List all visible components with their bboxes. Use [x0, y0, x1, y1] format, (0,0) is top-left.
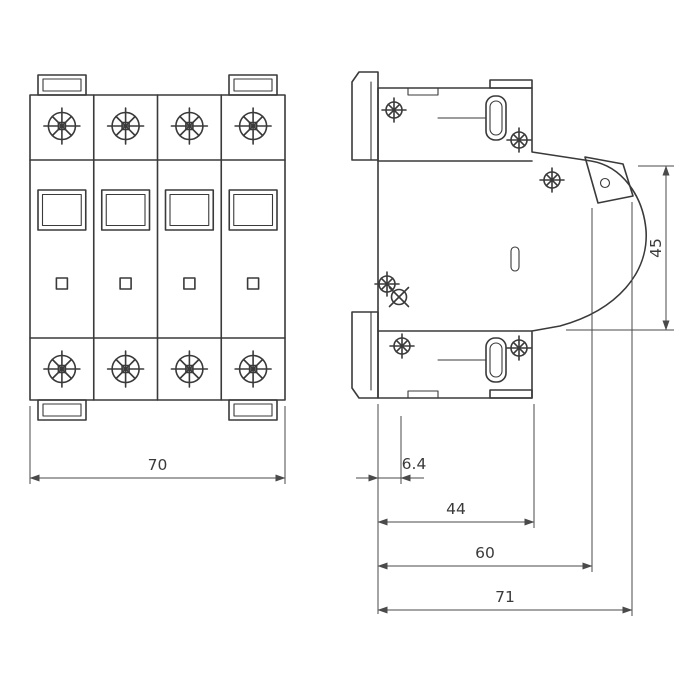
toggle-lever	[584, 156, 634, 204]
vent-notch-top	[407, 87, 439, 96]
indicator-windows	[55, 277, 260, 290]
toggle-handle	[100, 189, 151, 231]
terminal-slot-inner	[489, 100, 503, 136]
din-flange-top	[351, 71, 379, 161]
mounting-tabs	[37, 74, 278, 421]
dimension-label-6-4: 6.4	[402, 455, 427, 473]
terminal-screw	[234, 107, 272, 145]
terminal-screw	[43, 350, 81, 388]
terminal-slot-inner	[489, 342, 503, 378]
mounting-tab-inner	[42, 78, 82, 92]
toggle-handle-inner	[41, 193, 82, 227]
rear-step-bottom	[489, 389, 533, 399]
mounting-tab	[37, 74, 87, 96]
indicator-window	[119, 277, 132, 290]
terminal-screw	[234, 350, 272, 388]
mounting-tab	[37, 399, 87, 421]
housing-screw	[506, 127, 532, 153]
dimension-front-face-height: 45	[566, 165, 674, 331]
side-view	[351, 71, 647, 399]
indicator-window	[246, 277, 260, 290]
dimension-label-71: 71	[495, 588, 515, 606]
housing-rivet-x	[388, 286, 410, 308]
terminal-screw	[106, 350, 145, 388]
terminal-slot-bottom	[437, 337, 507, 383]
mounting-tab	[228, 74, 278, 96]
mounting-tab	[228, 399, 278, 421]
terminal-screw	[170, 350, 209, 388]
dimension-label-45: 45	[647, 238, 665, 258]
housing-screw	[381, 97, 407, 123]
indicator-window	[183, 277, 196, 290]
toggle-handle	[37, 189, 87, 231]
terminal-screw	[106, 107, 145, 145]
front-view	[29, 74, 286, 421]
housing-screw	[389, 333, 415, 359]
toggle-handles	[37, 189, 278, 231]
dimension-depth-60: 60	[377, 208, 593, 572]
toggle-handle-inner	[105, 193, 146, 227]
toggle-handle-inner	[233, 193, 274, 227]
housing-screw	[506, 335, 532, 361]
indicator-window	[55, 277, 69, 290]
mounting-tab-inner	[233, 78, 273, 92]
dimension-front-width: 70	[29, 406, 286, 484]
terminal-slot-outer	[485, 95, 507, 141]
dimension-body-depth: 44	[377, 404, 535, 528]
pole-separators	[29, 94, 286, 401]
dimension-label-70: 70	[148, 456, 168, 474]
lever-pivot	[599, 177, 611, 189]
rear-step-top	[489, 79, 533, 89]
toggle-handle	[228, 189, 278, 231]
vent-notch-bottom	[407, 390, 439, 399]
mounting-tab-inner	[42, 403, 82, 417]
dimension-rail-offset: 6.4	[356, 416, 426, 484]
dimension-total-depth: 71	[377, 202, 633, 616]
housing-screw	[539, 167, 565, 193]
terminal-slot-top	[437, 95, 507, 141]
terminal-slot-outer	[485, 337, 507, 383]
din-flange-bottom	[351, 311, 379, 399]
dimensions: 70 6.4 44 60 71 45	[29, 165, 674, 616]
terminal-screw	[43, 107, 81, 145]
side-capsule-slot	[510, 246, 520, 272]
toggle-handle-inner	[169, 193, 210, 227]
toggle-handle	[164, 189, 215, 231]
side-body-outline	[377, 87, 647, 399]
dimension-label-60: 60	[475, 544, 495, 562]
mounting-tab-inner	[233, 403, 273, 417]
dimension-label-44: 44	[446, 500, 466, 518]
terminal-screw	[170, 107, 209, 145]
toggle-lever-outline	[584, 156, 634, 204]
